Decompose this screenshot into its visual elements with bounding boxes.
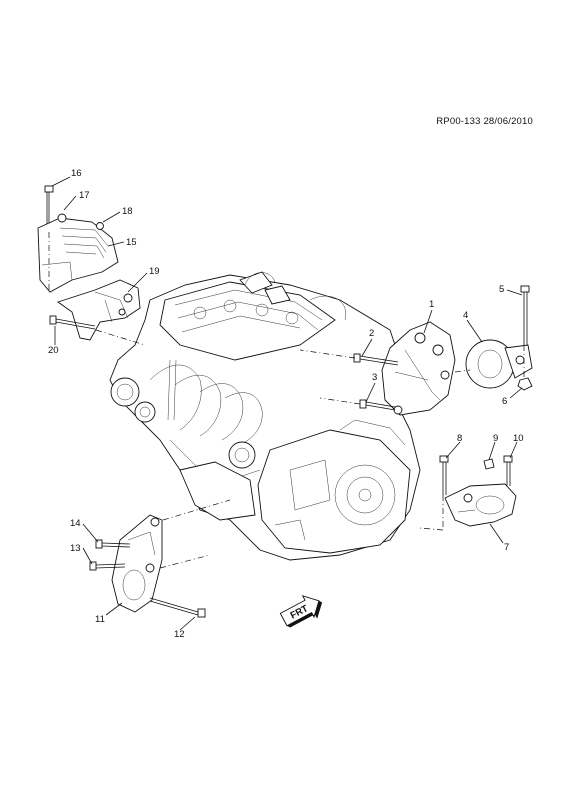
callout-12: 12 — [174, 629, 185, 640]
left-upper-mount — [37, 185, 141, 341]
callout-13: 13 — [70, 543, 81, 554]
callout-8: 8 — [457, 433, 462, 444]
callout-14: 14 — [70, 518, 81, 529]
callout-18: 18 — [122, 206, 133, 217]
right-mount — [353, 285, 533, 416]
callout-5: 5 — [499, 284, 504, 295]
transmission-mount — [439, 455, 517, 527]
callout-11: 11 — [95, 614, 105, 625]
callout-3: 3 — [372, 372, 377, 383]
callout-15: 15 — [126, 237, 137, 248]
callout-16: 16 — [71, 168, 82, 179]
callout-17: 17 — [79, 190, 90, 201]
alignment-lines — [48, 232, 525, 569]
callout-4: 4 — [463, 310, 468, 321]
leader-lines — [51, 176, 523, 631]
engine-assembly — [109, 271, 421, 561]
callout-10: 10 — [513, 433, 524, 444]
lower-torque-mount — [89, 514, 206, 618]
callout-6: 6 — [502, 396, 507, 407]
callout-19: 19 — [149, 266, 160, 277]
callout-7: 7 — [504, 542, 509, 553]
callout-20: 20 — [48, 345, 59, 356]
callout-2: 2 — [369, 328, 374, 339]
diagram-reference: RP00-133 28/06/2010 — [436, 116, 533, 127]
callout-1: 1 — [429, 299, 434, 310]
callout-9: 9 — [493, 433, 498, 444]
front-direction-arrow: FRT — [279, 595, 323, 628]
callout-labels: 16 17 18 15 19 20 1 2 3 4 5 6 8 9 10 7 1… — [48, 168, 524, 640]
